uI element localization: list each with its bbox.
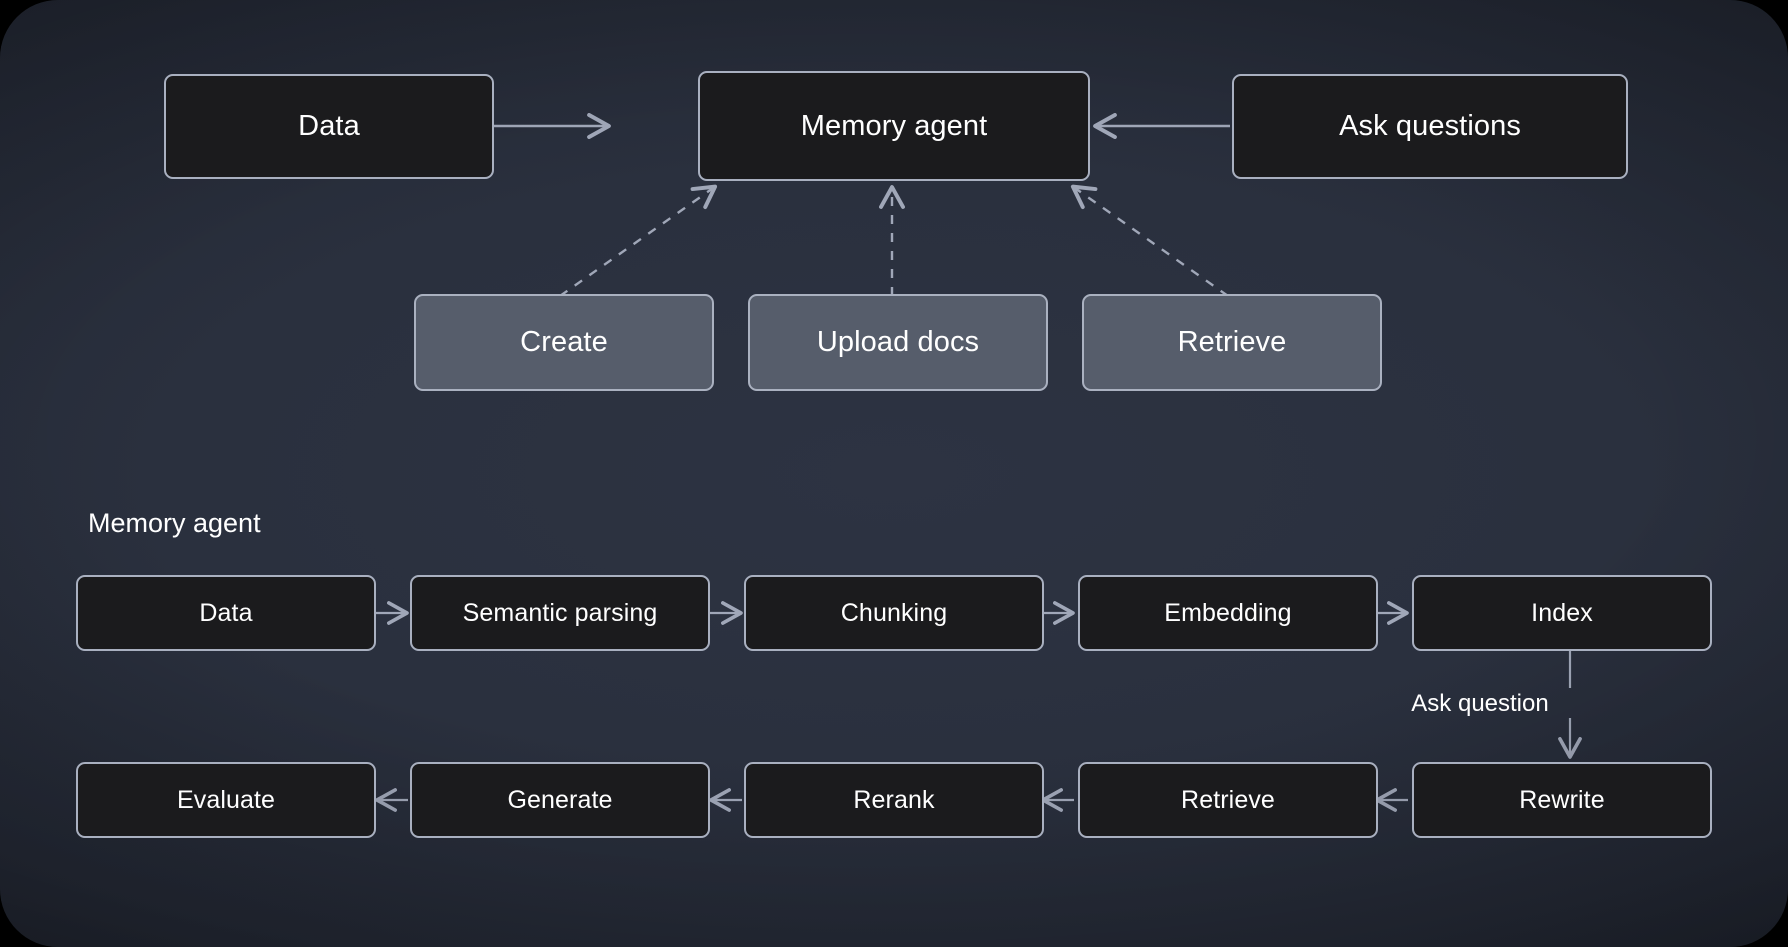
node-pipeline-embedding[interactable]: Embedding: [1078, 575, 1378, 651]
node-pipeline-retrieve[interactable]: Retrieve: [1078, 762, 1378, 838]
edge-create-to-memory-agent: [559, 184, 718, 297]
node-pipeline-generate[interactable]: Generate: [410, 762, 710, 838]
node-upload-docs[interactable]: Upload docs: [748, 294, 1048, 391]
node-retrieve-label: Retrieve: [1177, 326, 1287, 358]
pipeline-transition-label: Ask question: [1411, 690, 1549, 717]
node-create[interactable]: Create: [414, 294, 714, 391]
node-data[interactable]: Data: [164, 74, 494, 179]
edge-retrieve-to-memory-agent: [1070, 184, 1229, 297]
node-ask-questions[interactable]: Ask questions: [1232, 74, 1628, 179]
node-pipeline-rerank-label: Rerank: [853, 785, 935, 814]
node-upload-docs-label: Upload docs: [816, 326, 980, 358]
node-pipeline-retrieve-label: Retrieve: [1181, 785, 1275, 814]
node-pipeline-embedding-label: Embedding: [1164, 598, 1292, 627]
node-retrieve[interactable]: Retrieve: [1082, 294, 1382, 391]
node-pipeline-generate-label: Generate: [507, 785, 613, 814]
pipeline-section-title: Memory agent: [88, 508, 261, 538]
node-pipeline-data[interactable]: Data: [76, 575, 376, 651]
node-create-label: Create: [520, 326, 608, 358]
node-memory-agent[interactable]: Memory agent: [698, 71, 1090, 181]
node-pipeline-evaluate-label: Evaluate: [176, 785, 276, 814]
node-pipeline-evaluate[interactable]: Evaluate: [76, 762, 376, 838]
node-pipeline-chunking[interactable]: Chunking: [744, 575, 1044, 651]
node-data-label: Data: [298, 110, 360, 142]
node-ask-questions-label: Ask questions: [1339, 110, 1521, 142]
node-pipeline-chunking-label: Chunking: [840, 598, 948, 627]
node-pipeline-rewrite-label: Rewrite: [1519, 785, 1605, 814]
node-pipeline-data-label: Data: [199, 598, 253, 627]
node-pipeline-semantic-parsing[interactable]: Semantic parsing: [410, 575, 710, 651]
node-pipeline-semantic-parsing-label: Semantic parsing: [462, 598, 658, 627]
node-pipeline-index[interactable]: Index: [1412, 575, 1712, 651]
node-memory-agent-label: Memory agent: [800, 109, 988, 142]
node-pipeline-index-label: Index: [1531, 598, 1593, 627]
node-pipeline-rerank[interactable]: Rerank: [744, 762, 1044, 838]
node-pipeline-rewrite[interactable]: Rewrite: [1412, 762, 1712, 838]
